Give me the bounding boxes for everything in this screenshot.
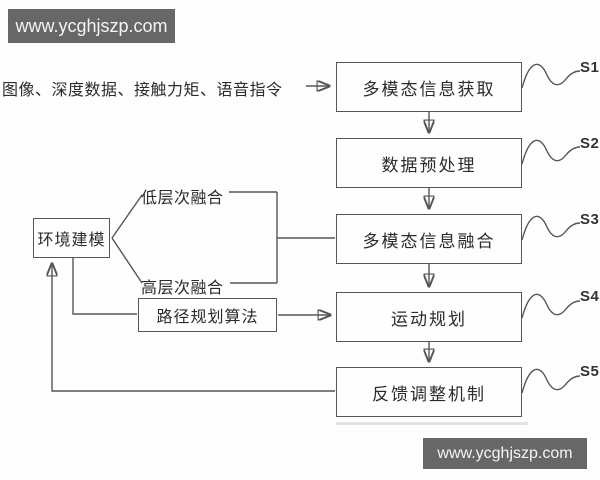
squiggle-s5: [521, 368, 581, 394]
watermark-bottom: www.ycghjszp.com: [423, 438, 587, 469]
step-label-s1: S1: [580, 59, 600, 76]
env-modeling-box: 环境建模: [33, 218, 110, 258]
watermark-top: www.ycghjszp.com: [8, 9, 175, 43]
flow-box-motion-planning: 运动规划: [336, 292, 522, 342]
line-env-to-path-planning: [72, 258, 137, 315]
line-env-to-high-fusion: [111, 237, 143, 284]
flow-box-acquisition: 多模态信息获取: [336, 62, 522, 112]
scan-artifact-line: [336, 422, 528, 425]
feedback-loop-line: [52, 263, 335, 392]
line-env-to-low-fusion: [111, 194, 143, 239]
low-level-fusion-label: 低层次融合: [141, 190, 224, 207]
input-sources-label: 图像、深度数据、接触力矩、语音指令: [2, 82, 283, 99]
step-label-s2: S2: [580, 135, 600, 152]
flow-box-fusion: 多模态信息融合: [336, 214, 522, 264]
squiggle-s1: [521, 63, 581, 89]
path-planning-box: 路径规划算法: [138, 298, 277, 332]
step-label-s5: S5: [580, 363, 600, 380]
squiggle-s4: [521, 293, 581, 319]
flow-box-feedback: 反馈调整机制: [336, 367, 522, 417]
high-level-fusion-label: 高层次融合: [141, 280, 224, 297]
flow-box-preprocessing: 数据预处理: [336, 138, 522, 188]
squiggle-s3: [521, 215, 581, 241]
step-label-s3: S3: [580, 211, 600, 228]
squiggle-s2: [521, 139, 581, 165]
step-label-s4: S4: [580, 288, 600, 305]
